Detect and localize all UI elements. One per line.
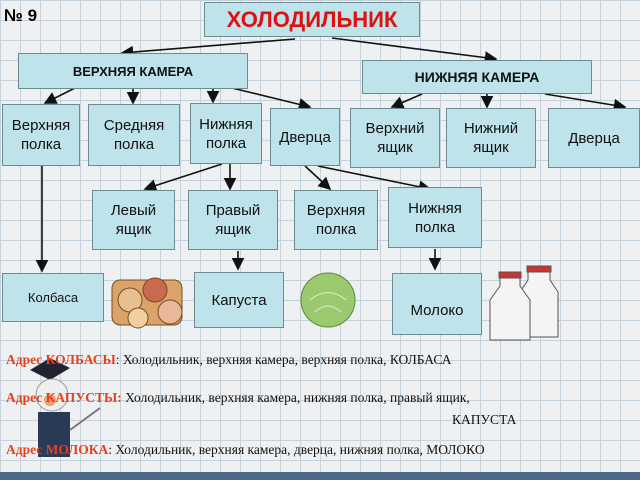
node-upper-shelf: Верхняя полка [2, 104, 80, 166]
node-door-lower-shelf: Нижняя полка [388, 187, 482, 248]
address-text: : Холодильник, верхняя камера, верхняя п… [115, 352, 452, 367]
node-left-drawer: Левый ящик [92, 190, 175, 250]
node-right-drawer: Правый ящик [188, 190, 278, 250]
slide-number: № 9 [4, 6, 38, 25]
item-sausage: Колбаса [2, 273, 104, 322]
address-label: Адрес КОЛБАСЫ [6, 352, 116, 367]
address-sausage: Адрес КОЛБАСЫ: Холодильник, верхняя каме… [6, 352, 451, 368]
node-middle-shelf: Средняя полка [88, 104, 180, 166]
professor-image [30, 358, 101, 457]
sausage-image [111, 277, 183, 329]
address-label: Адрес МОЛОКА [6, 442, 109, 457]
node-lower-drawer: Нижний ящик [446, 108, 536, 168]
bottom-border [0, 472, 640, 480]
address-cabbage: Адрес КАПУСТЫ: Холодильник, верхняя каме… [6, 390, 470, 406]
address-text: Холодильник, верхняя камера, нижняя полк… [121, 390, 470, 405]
node-lower-shelf: Нижняя полка [190, 103, 262, 164]
node-upper-camera: ВЕРХНЯЯ КАМЕРА [18, 53, 248, 89]
item-cabbage: Капуста [194, 272, 284, 328]
cabbage-image [300, 272, 356, 328]
address-label: Адрес КАПУСТЫ: [6, 390, 122, 405]
milk-bottles-image [489, 265, 559, 341]
node-lower-door: Дверца [548, 108, 640, 168]
node-upper-drawer: Верхний ящик [350, 108, 440, 168]
node-lower-camera: НИЖНЯЯ КАМЕРА [362, 60, 592, 94]
address-text: : Холодильник, верхняя камера, дверца, н… [108, 442, 485, 457]
address-cabbage-cont: КАПУСТА [452, 412, 517, 427]
node-door-upper-shelf: Верхняя полка [294, 190, 378, 250]
address-milk: Адрес МОЛОКА: Холодильник, верхняя камер… [6, 442, 485, 458]
root-node-fridge: ХОЛОДИЛЬНИК [204, 2, 420, 37]
node-upper-door: Дверца [270, 108, 340, 166]
item-milk: Молоко [392, 273, 482, 335]
